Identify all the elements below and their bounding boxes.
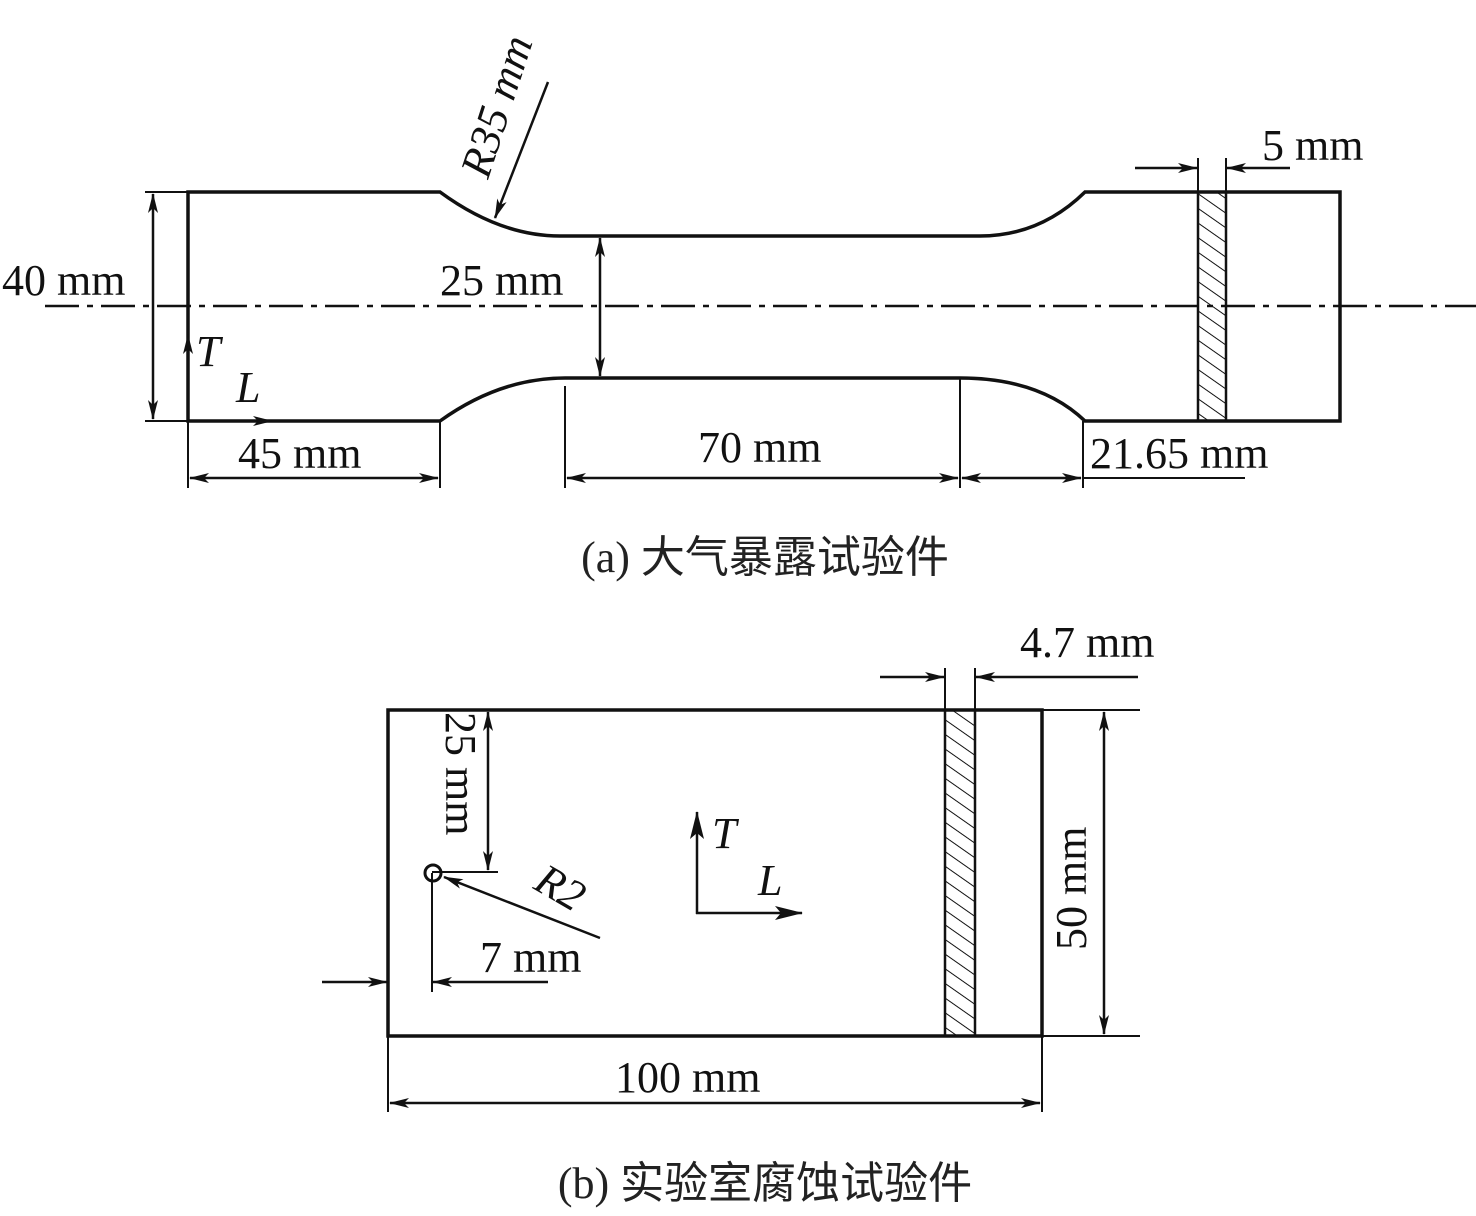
axis-l-label: L — [757, 856, 782, 905]
figure-b-lab-corrosion-specimen: 4.7 mm 50 mm 25 mm R2 7 mm T L 100 mm (b… — [322, 618, 1154, 1208]
label-25mm: 25 mm — [436, 712, 485, 835]
weld-strip — [943, 708, 977, 1038]
label-5mm: 5 mm — [1262, 121, 1363, 170]
radius-leader — [493, 81, 550, 219]
label-25mm: 25 mm — [440, 256, 563, 305]
caption-a: (a) 大气暴露试验件 — [581, 533, 949, 582]
plate-outline — [386, 708, 1044, 1038]
radius-leader — [443, 875, 601, 940]
label-100mm: 100 mm — [615, 1053, 760, 1102]
label-r2: R2 — [526, 854, 594, 921]
axis-t-label: T — [196, 327, 224, 376]
label-70mm: 70 mm — [698, 423, 821, 472]
label-50mm: 50 mm — [1047, 827, 1096, 950]
label-40mm: 40 mm — [2, 256, 125, 305]
weld-strip — [1196, 190, 1228, 423]
axis-l-label: L — [235, 363, 260, 412]
label-7mm: 7 mm — [480, 933, 581, 982]
axis-t-label: T — [712, 809, 740, 858]
figure-a-atmospheric-specimen: 40 mm 25 mm R35 mm T L 45 mm 70 mm 21.65… — [2, 30, 1476, 582]
caption-b: (b) 实验室腐蚀试验件 — [558, 1159, 972, 1208]
label-21-65mm: 21.65 mm — [1090, 429, 1268, 478]
label-4-7mm: 4.7 mm — [1020, 618, 1154, 667]
label-45mm: 45 mm — [238, 429, 361, 478]
label-r35: R35 mm — [451, 30, 543, 184]
